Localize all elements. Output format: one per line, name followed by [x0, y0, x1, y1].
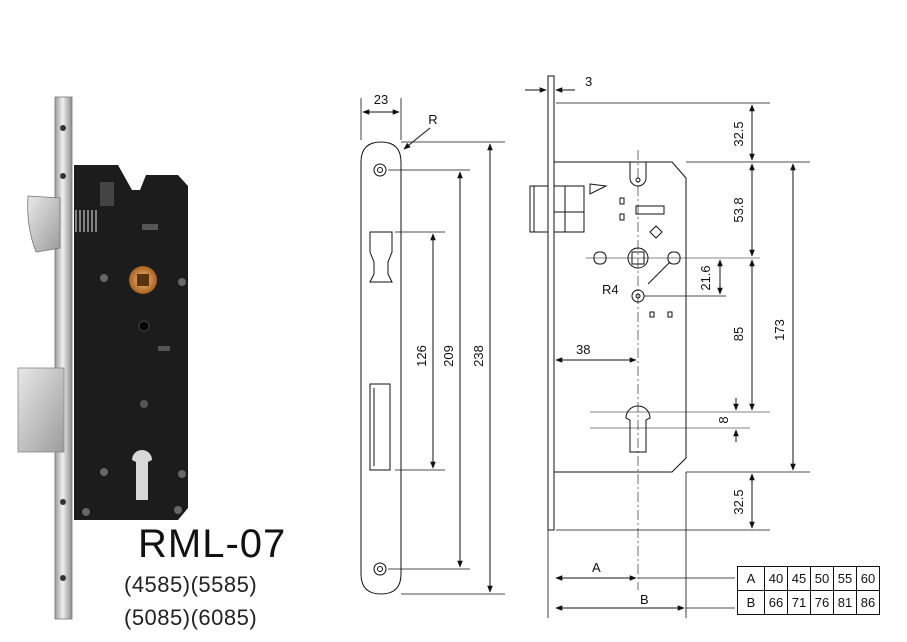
- front-latch-slot: [369, 231, 393, 283]
- latch-spring: [75, 210, 97, 232]
- side-dim-8: 8: [716, 416, 731, 423]
- front-screw-hole-bottom: [373, 562, 387, 576]
- side-triangle-mark: [589, 183, 608, 195]
- case-screw: [174, 506, 182, 514]
- table-cell: 71: [787, 590, 811, 615]
- side-dim-85: 85: [731, 327, 746, 341]
- front-dim-238: 238: [471, 345, 486, 367]
- table-cell: 86: [856, 590, 880, 615]
- table-cell: 81: [833, 590, 857, 615]
- side-cylinder-hole: [625, 405, 651, 453]
- front-dim-209: 209: [441, 345, 456, 367]
- side-slot: [635, 205, 665, 215]
- table-row-label-a: A: [737, 566, 765, 591]
- dead-bolt: [17, 367, 65, 453]
- front-deadbolt-slot: [369, 383, 391, 471]
- side-a-label: A: [592, 560, 601, 575]
- side-view: [525, 75, 810, 618]
- front-dim-126: 126: [414, 345, 429, 367]
- latch-bolt: [27, 195, 61, 253]
- faceplate-screw-hole: [60, 173, 66, 179]
- front-view: [360, 98, 505, 595]
- case-hole: [138, 320, 150, 332]
- size-table: A 40 45 50 55 60 B 66 71 76 81 86: [737, 566, 880, 615]
- front-radius-label: R: [428, 112, 437, 127]
- case-screw: [82, 508, 90, 516]
- lock-photo: [17, 96, 188, 620]
- faceplate-screw-hole: [60, 575, 66, 581]
- case-slot: [142, 224, 158, 230]
- model-name: RML-07: [138, 522, 287, 566]
- faceplate-screw-hole: [60, 499, 66, 505]
- table-cell: 50: [810, 566, 834, 591]
- side-top-notch: [629, 162, 647, 187]
- table-row: A 40 45 50 55 60: [737, 566, 880, 591]
- side-b-label: B: [640, 592, 649, 607]
- table-cell: 45: [787, 566, 811, 591]
- case-screw: [178, 470, 186, 478]
- cylinder-cutout: [132, 450, 152, 500]
- model-variant-2: (5085)(6085): [124, 605, 258, 630]
- case-slot: [158, 346, 170, 351]
- front-width-label: 23: [374, 92, 388, 107]
- faceplate-screw-hole: [60, 125, 66, 131]
- case-cutout: [100, 182, 114, 206]
- side-dim-38: 38: [576, 342, 590, 357]
- case-screw: [100, 274, 108, 282]
- table-row: B 66 71 76 81 86: [737, 590, 880, 615]
- side-dim-bottom-32-5: 32.5: [731, 489, 746, 514]
- side-case-outline: [554, 161, 687, 473]
- table-cell: 76: [810, 590, 834, 615]
- case-screw: [100, 468, 108, 476]
- case-screw: [178, 278, 186, 286]
- model-variant-1: (4585)(5585): [124, 572, 258, 597]
- side-dim-173: 173: [772, 319, 787, 341]
- side-dim-21-6: 21.6: [698, 265, 713, 290]
- side-faceplate: [547, 75, 555, 531]
- side-plate-label: 3: [585, 74, 592, 89]
- spindle-square-hole: [137, 274, 149, 286]
- side-r4-label: R4: [602, 282, 619, 297]
- table-row-label-b: B: [737, 590, 765, 615]
- front-screw-hole-top: [373, 163, 387, 177]
- table-cell: 55: [833, 566, 857, 591]
- lock-case: [74, 165, 188, 520]
- table-cell: 60: [856, 566, 880, 591]
- side-dim-53-8: 53.8: [731, 197, 746, 222]
- case-screw: [140, 400, 148, 408]
- table-cell: 40: [764, 566, 788, 591]
- side-latch: [529, 185, 549, 233]
- side-dim-top-32-5: 32.5: [731, 121, 746, 146]
- table-cell: 66: [764, 590, 788, 615]
- front-faceplate-outline: [360, 141, 402, 595]
